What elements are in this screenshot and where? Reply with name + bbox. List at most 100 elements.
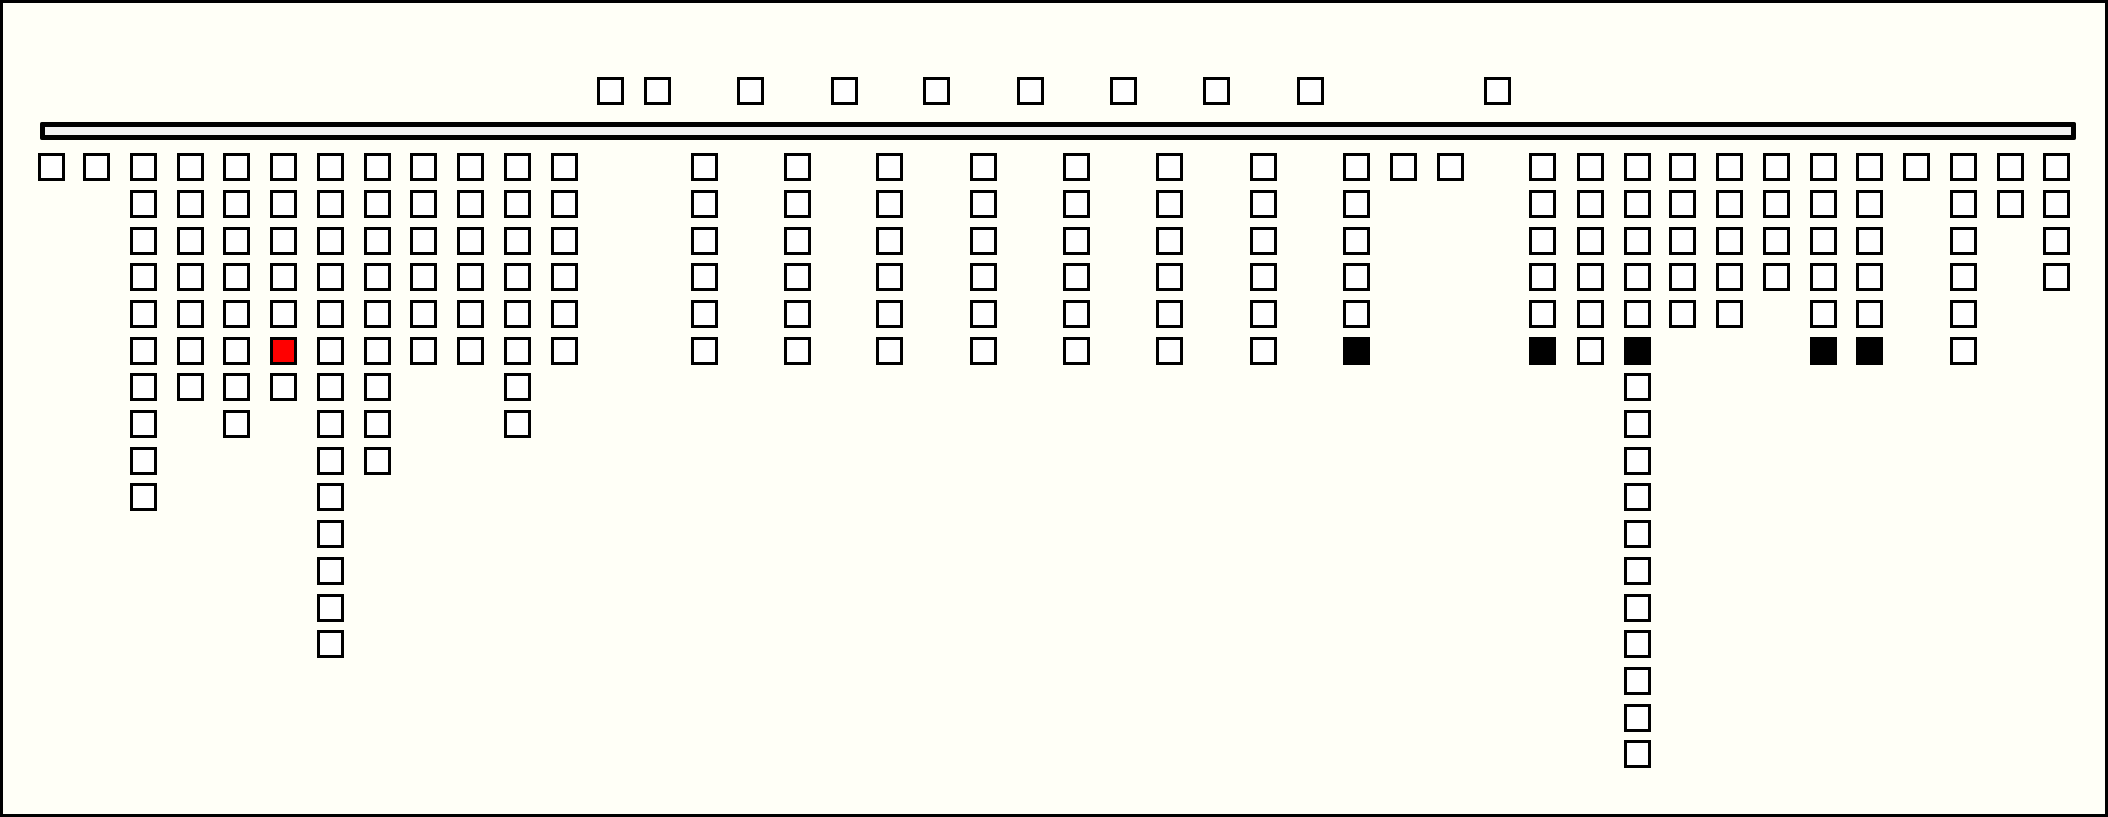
- column-tile[interactable]: [1529, 300, 1556, 328]
- column-tile[interactable]: [317, 630, 344, 658]
- column-tile[interactable]: [504, 373, 531, 401]
- column-tile[interactable]: [504, 300, 531, 328]
- column-tile[interactable]: [270, 190, 297, 218]
- column-tile[interactable]: [551, 337, 578, 365]
- column-tile[interactable]: [1856, 190, 1883, 218]
- column-tile[interactable]: [876, 153, 903, 181]
- column-tile[interactable]: [876, 190, 903, 218]
- top-tile[interactable]: [1017, 77, 1044, 105]
- column-tile[interactable]: [177, 337, 204, 365]
- column-tile[interactable]: [1156, 300, 1183, 328]
- column-tile[interactable]: [130, 337, 157, 365]
- top-tile[interactable]: [1297, 77, 1324, 105]
- top-tile[interactable]: [597, 77, 624, 105]
- column-tile[interactable]: [504, 153, 531, 181]
- column-tile[interactable]: [1810, 227, 1837, 255]
- column-tile[interactable]: [1763, 190, 1790, 218]
- column-tile[interactable]: [364, 190, 391, 218]
- column-tile[interactable]: [1624, 704, 1651, 732]
- column-tile[interactable]: [457, 337, 484, 365]
- column-tile[interactable]: [1624, 557, 1651, 585]
- column-tile[interactable]: [1250, 263, 1277, 291]
- column-tile[interactable]: [504, 410, 531, 438]
- column-tile-black[interactable]: [1810, 337, 1837, 365]
- column-tile[interactable]: [551, 227, 578, 255]
- column-tile[interactable]: [317, 227, 344, 255]
- top-tile[interactable]: [1203, 77, 1230, 105]
- column-tile[interactable]: [1529, 190, 1556, 218]
- column-tile[interactable]: [38, 153, 65, 181]
- column-tile[interactable]: [1343, 300, 1370, 328]
- column-tile[interactable]: [1997, 153, 2024, 181]
- column-tile[interactable]: [317, 520, 344, 548]
- column-tile[interactable]: [784, 263, 811, 291]
- column-tile[interactable]: [1950, 153, 1977, 181]
- column-tile[interactable]: [784, 227, 811, 255]
- column-tile-black[interactable]: [1529, 337, 1556, 365]
- column-tile[interactable]: [364, 373, 391, 401]
- column-tile[interactable]: [1716, 300, 1743, 328]
- top-tile[interactable]: [923, 77, 950, 105]
- column-tile[interactable]: [364, 410, 391, 438]
- column-tile[interactable]: [1810, 300, 1837, 328]
- column-tile[interactable]: [410, 300, 437, 328]
- column-tile[interactable]: [1669, 153, 1696, 181]
- column-tile[interactable]: [551, 263, 578, 291]
- column-tile[interactable]: [1063, 190, 1090, 218]
- column-tile[interactable]: [457, 190, 484, 218]
- column-tile[interactable]: [1997, 190, 2024, 218]
- column-tile[interactable]: [364, 300, 391, 328]
- column-tile[interactable]: [1624, 630, 1651, 658]
- column-tile[interactable]: [130, 153, 157, 181]
- column-tile-black[interactable]: [1856, 337, 1883, 365]
- column-tile[interactable]: [691, 190, 718, 218]
- column-tile[interactable]: [317, 483, 344, 511]
- column-tile[interactable]: [1577, 227, 1604, 255]
- column-tile[interactable]: [970, 190, 997, 218]
- column-tile[interactable]: [1343, 263, 1370, 291]
- column-tile[interactable]: [130, 300, 157, 328]
- column-tile-black[interactable]: [1624, 337, 1651, 365]
- column-tile[interactable]: [410, 190, 437, 218]
- column-tile[interactable]: [364, 447, 391, 475]
- column-tile[interactable]: [1950, 337, 1977, 365]
- column-tile[interactable]: [1624, 520, 1651, 548]
- column-tile[interactable]: [970, 153, 997, 181]
- column-tile[interactable]: [1250, 153, 1277, 181]
- column-tile[interactable]: [1577, 337, 1604, 365]
- column-tile[interactable]: [410, 227, 437, 255]
- column-tile[interactable]: [551, 300, 578, 328]
- column-tile[interactable]: [317, 190, 344, 218]
- column-tile[interactable]: [1669, 300, 1696, 328]
- column-tile[interactable]: [1669, 227, 1696, 255]
- column-tile[interactable]: [2043, 190, 2070, 218]
- column-tile[interactable]: [1529, 227, 1556, 255]
- column-tile[interactable]: [1903, 153, 1930, 181]
- column-tile[interactable]: [410, 153, 437, 181]
- column-tile[interactable]: [1716, 153, 1743, 181]
- column-tile[interactable]: [1950, 227, 1977, 255]
- column-tile[interactable]: [270, 263, 297, 291]
- column-tile[interactable]: [270, 300, 297, 328]
- column-tile[interactable]: [130, 227, 157, 255]
- column-tile[interactable]: [177, 227, 204, 255]
- column-tile[interactable]: [317, 373, 344, 401]
- column-tile[interactable]: [130, 263, 157, 291]
- column-tile[interactable]: [1763, 263, 1790, 291]
- top-tile[interactable]: [1110, 77, 1137, 105]
- column-tile[interactable]: [876, 337, 903, 365]
- column-tile[interactable]: [317, 410, 344, 438]
- column-tile[interactable]: [223, 300, 250, 328]
- column-tile[interactable]: [1950, 263, 1977, 291]
- column-tile[interactable]: [1856, 263, 1883, 291]
- column-tile[interactable]: [691, 300, 718, 328]
- column-tile-black[interactable]: [1343, 337, 1370, 365]
- column-tile[interactable]: [1624, 153, 1651, 181]
- column-tile[interactable]: [691, 227, 718, 255]
- column-tile[interactable]: [223, 227, 250, 255]
- column-tile[interactable]: [1624, 263, 1651, 291]
- column-tile[interactable]: [1063, 263, 1090, 291]
- column-tile[interactable]: [1577, 300, 1604, 328]
- column-tile[interactable]: [1063, 337, 1090, 365]
- column-tile[interactable]: [504, 190, 531, 218]
